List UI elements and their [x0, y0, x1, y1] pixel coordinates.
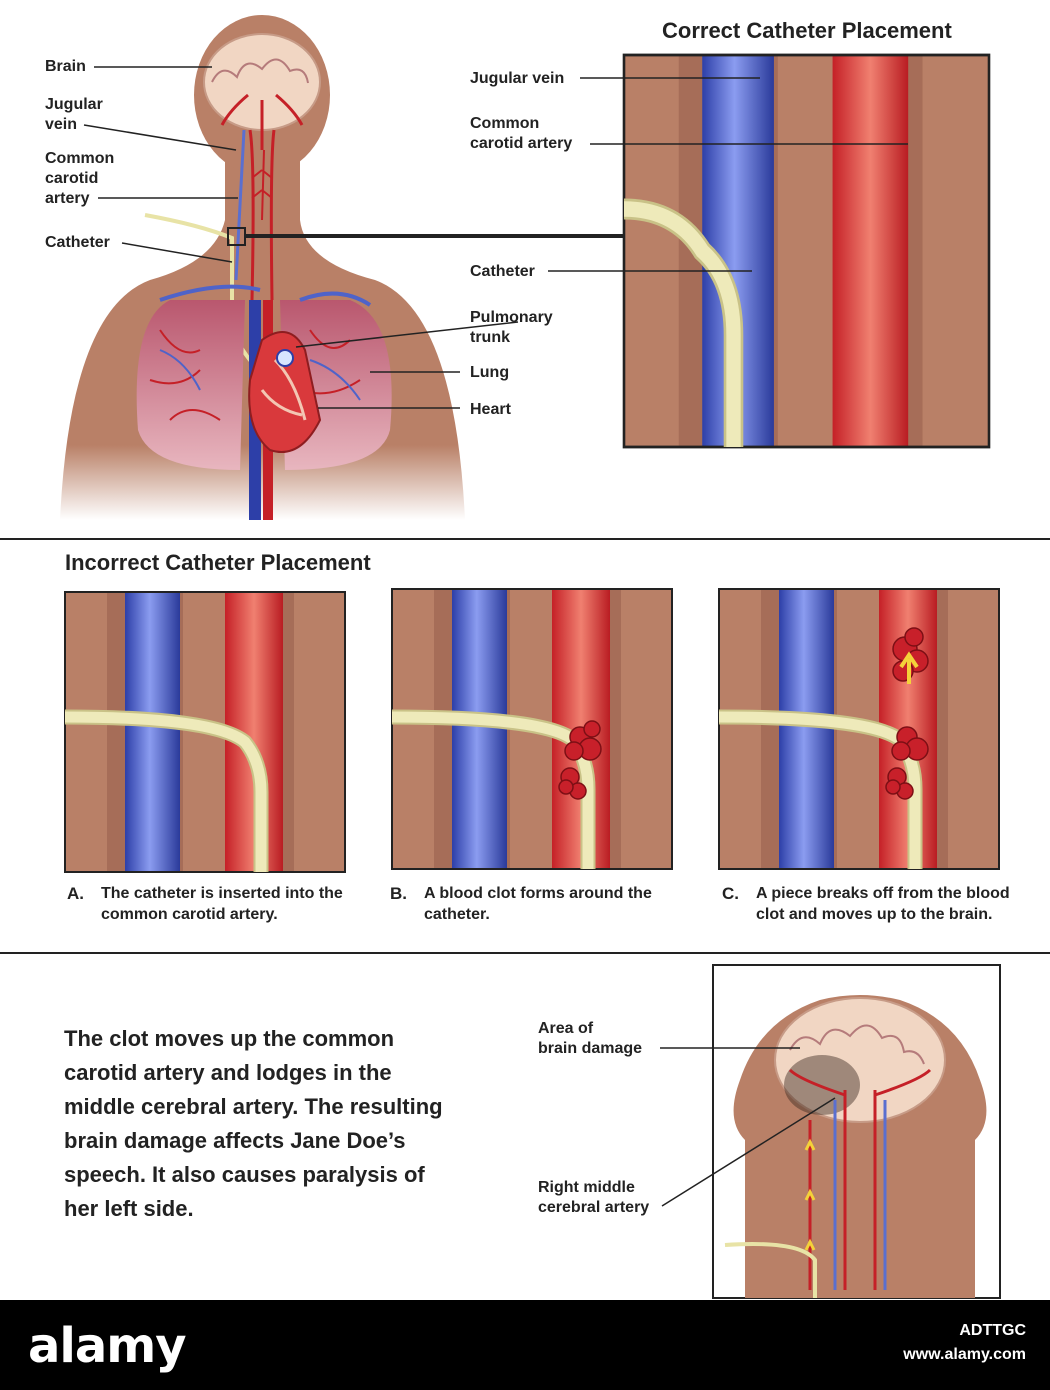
- label-area-brain-damage: Area of brain damage: [538, 1020, 643, 1057]
- head-inset: [712, 964, 1001, 1299]
- label-common-carotid-inset: Common carotid artery: [470, 115, 573, 152]
- label-heart: Heart: [470, 401, 511, 418]
- brain-damage-area: [784, 1055, 860, 1115]
- alamy-logo: alamy: [28, 1318, 187, 1374]
- caption-b-text: A blood clot forms around the catheter.: [424, 885, 652, 923]
- illustration-layer: [60, 15, 1001, 1299]
- label-jugular-vein: Jugular vein: [45, 96, 103, 133]
- label-brain: Brain: [45, 58, 86, 75]
- label-catheter: Catheter: [45, 234, 110, 251]
- panel-a-illustration: [64, 591, 346, 873]
- panel-b-illustration: [391, 588, 673, 870]
- caption-a-letter: A.: [67, 884, 84, 903]
- site-url: www.alamy.com: [903, 1346, 1026, 1363]
- section-divider-2: [0, 952, 1050, 954]
- outcome-paragraph: The clot moves up the common carotid art…: [64, 1026, 443, 1221]
- up-arrow-icon: [899, 651, 919, 684]
- blood-clot: [558, 720, 602, 800]
- correct-placement-inset: [622, 53, 991, 449]
- caption-a: A. The catheter is inserted into the com…: [67, 883, 367, 933]
- caption-b: B. A blood clot forms around the cathete…: [390, 883, 690, 933]
- body-figure: [60, 15, 465, 520]
- image-code: ADTTGC: [959, 1322, 1026, 1339]
- caption-c-text: A piece breaks off from the blood clot a…: [756, 885, 1010, 923]
- correct-placement-title: Correct Catheter Placement: [662, 18, 952, 43]
- caption-c: C. A piece breaks off from the blood clo…: [722, 883, 1032, 953]
- label-pulmonary-trunk: Pulmonary trunk: [470, 309, 553, 346]
- leader-lines-top-left: [83, 66, 238, 263]
- section-divider-1: [0, 538, 1050, 540]
- label-jugular-vein-inset: Jugular vein: [470, 70, 565, 87]
- incorrect-placement-title: Incorrect Catheter Placement: [65, 550, 371, 575]
- leader-lines-top-right: [295, 77, 908, 409]
- label-right-middle-cerebral-artery: Right middle cerebral artery: [538, 1179, 650, 1216]
- label-catheter-inset: Catheter: [470, 263, 535, 280]
- panel-c-illustration: [718, 588, 1000, 870]
- label-lung: Lung: [470, 364, 510, 381]
- caption-a-text: The catheter is inserted into the common…: [101, 885, 343, 923]
- watermark-footer: alamy ADTTGC www.alamy.com: [0, 1300, 1050, 1390]
- leader-lines-bottom: [660, 1047, 836, 1207]
- caption-c-letter: C.: [722, 884, 739, 903]
- caption-b-letter: B.: [390, 884, 407, 903]
- label-common-carotid-artery: Common carotid artery: [45, 150, 115, 207]
